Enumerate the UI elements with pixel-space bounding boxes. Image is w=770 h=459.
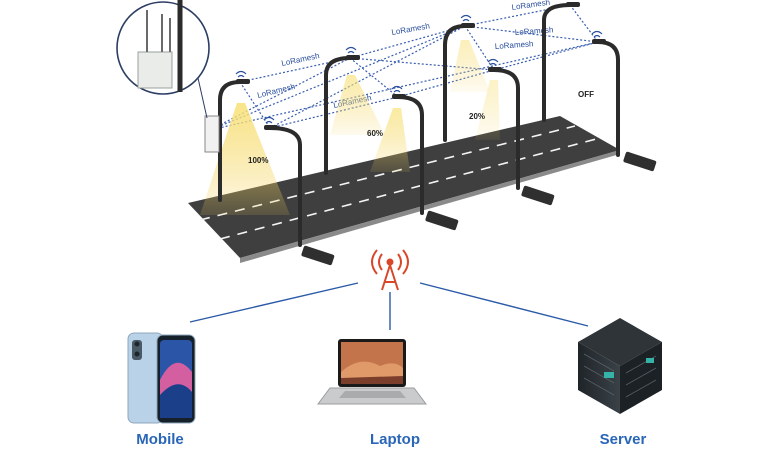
light-level-label: 20%: [469, 112, 485, 121]
antenna-tower-icon: [371, 249, 409, 291]
device-label-server: Server: [599, 431, 647, 448]
light-beam: [450, 40, 490, 92]
server-icon: [578, 318, 662, 414]
laptop-icon: [317, 339, 427, 405]
gateway-zoom-callout: [116, 0, 210, 119]
mesh-label: LoRamesh: [391, 21, 431, 37]
light-beam: [475, 80, 500, 140]
gateway-box: [204, 115, 220, 153]
road-curb: [240, 150, 620, 263]
road: [188, 116, 620, 258]
mesh-label: LoRamesh: [256, 82, 296, 100]
light-beam: [370, 108, 410, 172]
light-level-label: 100%: [248, 156, 268, 165]
lamp-heads: [236, 2, 606, 130]
network-links: [189, 282, 589, 330]
device-label-mobile: Mobile: [136, 431, 184, 448]
road-lane-markings: [199, 125, 601, 240]
mesh-label: LoRamesh: [511, 0, 551, 12]
mesh-label: LoRamesh: [495, 39, 534, 51]
light-level-label: 60%: [367, 129, 383, 138]
light-level-label: OFF: [578, 90, 594, 99]
mobile-icon: [127, 332, 196, 424]
mesh-label: LoRamesh: [515, 25, 554, 37]
light-beam: [200, 103, 290, 215]
mesh-links: [209, 4, 599, 131]
wifi-icon: [235, 14, 603, 124]
lamp-controllers: [301, 151, 657, 266]
device-label-laptop: Laptop: [370, 431, 420, 448]
light-beam: [330, 75, 385, 135]
